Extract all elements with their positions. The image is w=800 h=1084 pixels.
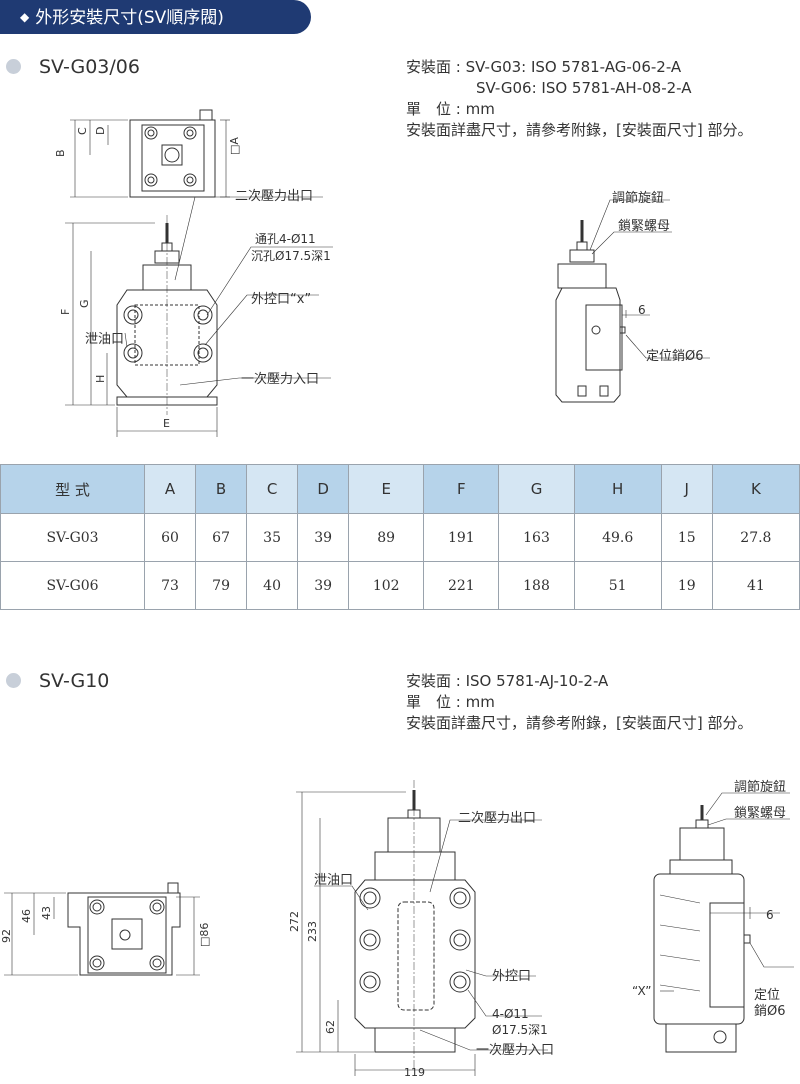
info-line: 安裝面詳盡尺寸，請參考附錄，[安裝面尺寸] 部分。 <box>406 714 753 732</box>
sv-g10-front-view-drawing: 272 233 62 119 二次壓力出口 泄油口 外控口 4-Ø11 Ø17.… <box>288 780 554 1079</box>
header-cell: 型 式 <box>0 464 146 514</box>
section-title: SV-G03/06 <box>39 56 140 78</box>
dim-label-119: 119 <box>404 1066 425 1079</box>
callout-external-pilot-x: “X” <box>632 984 651 998</box>
callout-through-hole: 通孔4-Ø11 <box>255 232 316 246</box>
banner-title: 外形安裝尺寸(SV順序閥) <box>35 8 224 28</box>
table-cell: 102 <box>348 561 425 610</box>
dim-label-c: C <box>76 127 89 135</box>
callout-external-pilot: 外控口“x” <box>251 292 311 307</box>
table-cell: 41 <box>711 561 800 610</box>
table-cell: 188 <box>498 561 575 610</box>
dim-label-b: B <box>54 149 67 157</box>
table-cell: 35 <box>246 513 299 562</box>
info-line: SV-G06: ISO 5781-AH-08-2-A <box>476 79 692 97</box>
table-cell: 221 <box>423 561 500 610</box>
callout-drain: 泄油口 <box>85 332 124 347</box>
table-cell: 89 <box>348 513 425 562</box>
info-line: 單 位 : mm <box>406 100 495 118</box>
table-header-row: 型 式 A B C D E F G H J K <box>0 464 800 514</box>
header-cell: C <box>246 464 299 514</box>
header-cell: H <box>573 464 662 514</box>
callout-lock-nut: 鎖緊螺母 <box>618 218 670 234</box>
dimension-table: 型 式 A B C D E F G H J K SV-G03 60 67 35 … <box>0 464 800 610</box>
section-heading-sv-g03-06: SV-G03/06 <box>6 56 140 78</box>
callout-drain: 泄油口 <box>314 873 353 888</box>
section1-info: 安裝面 : SV-G03: ISO 5781-AG-06-2-A SV-G06:… <box>406 57 752 141</box>
dim-label-43: 43 <box>40 906 53 920</box>
header-cell: J <box>660 464 713 514</box>
header-cell: K <box>711 464 800 514</box>
section-title: SV-G10 <box>39 670 110 692</box>
table-cell: 27.8 <box>711 513 800 562</box>
table-cell: 73 <box>144 561 197 610</box>
callout-primary-inlet: 一次壓力入口 <box>241 371 319 387</box>
callout-through-hole: 4-Ø11 <box>492 1007 529 1021</box>
table-cell: 79 <box>195 561 248 610</box>
info-line: 安裝面 : SV-G03: ISO 5781-AG-06-2-A <box>406 58 682 76</box>
header-cell: A <box>144 464 197 514</box>
sv-g10-top-view-drawing: 92 46 43 □86 <box>0 882 211 976</box>
table-cell: 60 <box>144 513 197 562</box>
dim-label-233: 233 <box>306 921 319 942</box>
table-cell: 191 <box>423 513 500 562</box>
table-row: SV-G06 73 79 40 39 102 221 188 51 19 41 <box>0 561 800 610</box>
callout-locating-pin-2: 銷Ø6 <box>754 1003 786 1019</box>
table-cell: 67 <box>195 513 248 562</box>
page-banner: ◆ 外形安裝尺寸(SV順序閥) <box>0 0 311 34</box>
dim-label-e: E <box>163 417 170 430</box>
info-line: 安裝面詳盡尺寸，請參考附錄，[安裝面尺寸] 部分。 <box>406 121 753 139</box>
callout-lock-nut: 鎖緊螺母 <box>734 805 786 821</box>
dim-label-92: 92 <box>0 929 13 943</box>
table-cell: 163 <box>498 513 575 562</box>
section2-info: 安裝面 : ISO 5781-AJ-10-2-A 單 位 : mm 安裝面詳盡尺… <box>406 671 752 734</box>
dim-label-272: 272 <box>288 911 301 932</box>
callout-counterbore: 沉孔Ø17.5深1 <box>251 249 331 263</box>
callout-counterbore: Ø17.5深1 <box>492 1023 548 1037</box>
bullet-dot-icon <box>6 59 21 74</box>
header-cell: B <box>195 464 248 514</box>
sv-g10-side-view-drawing: 調節旋鈕 鎖緊螺母 6 “X” 定位 銷Ø6 <box>632 780 794 1053</box>
sv-g03-top-view-drawing: B C D □A <box>54 109 241 198</box>
dim-label-86: □86 <box>198 923 211 947</box>
header-cell: G <box>498 464 575 514</box>
header-cell: E <box>348 464 425 514</box>
table-cell: 39 <box>297 561 350 610</box>
dim-label-6: 6 <box>638 303 646 317</box>
table-cell: SV-G03 <box>0 513 146 562</box>
callout-secondary-outlet: 二次壓力出口 <box>458 810 536 826</box>
dim-label-d: D <box>94 127 107 135</box>
callout-locating-pin: 定位銷Ø6 <box>646 348 704 364</box>
table-row: SV-G03 60 67 35 39 89 191 163 49.6 15 27… <box>0 513 800 562</box>
info-line: 安裝面 : ISO 5781-AJ-10-2-A <box>406 672 609 690</box>
info-line: 單 位 : mm <box>406 693 495 711</box>
callout-primary-inlet: 一次壓力入口 <box>476 1042 554 1058</box>
table-cell: 40 <box>246 561 299 610</box>
dim-label-62: 62 <box>324 1020 337 1034</box>
table-cell: 15 <box>660 513 713 562</box>
table-cell: 19 <box>660 561 713 610</box>
callout-locating-pin-1: 定位 <box>754 988 780 1003</box>
dim-label-6: 6 <box>766 908 774 922</box>
callout-adjust-knob: 調節旋鈕 <box>612 191 664 206</box>
table-cell: SV-G06 <box>0 561 146 610</box>
section-heading-sv-g10: SV-G10 <box>6 670 109 692</box>
dim-label-46: 46 <box>20 909 33 923</box>
table-cell: 49.6 <box>573 513 662 562</box>
dim-label-g: G <box>78 299 91 308</box>
header-cell: F <box>423 464 500 514</box>
table-cell: 51 <box>573 561 662 610</box>
callout-adjust-knob: 調節旋鈕 <box>734 780 786 795</box>
callout-external-pilot: 外控口 <box>492 969 531 984</box>
dim-label-h: H <box>94 375 107 383</box>
sv-g03-front-view-drawing: F G H E 二次壓力出口 通孔4-Ø11 沉孔Ø17.5深1 外控口“x” … <box>59 188 333 437</box>
dim-label-a: □A <box>228 137 241 155</box>
table-cell: 39 <box>297 513 350 562</box>
header-cell: D <box>297 464 350 514</box>
bullet-dot-icon <box>6 673 21 688</box>
dim-label-f: F <box>59 309 72 315</box>
callout-secondary-outlet: 二次壓力出口 <box>235 188 313 204</box>
diamond-icon: ◆ <box>20 10 30 24</box>
sv-g03-side-view-drawing: 調節旋鈕 鎖緊螺母 6 定位銷Ø6 <box>555 191 710 403</box>
